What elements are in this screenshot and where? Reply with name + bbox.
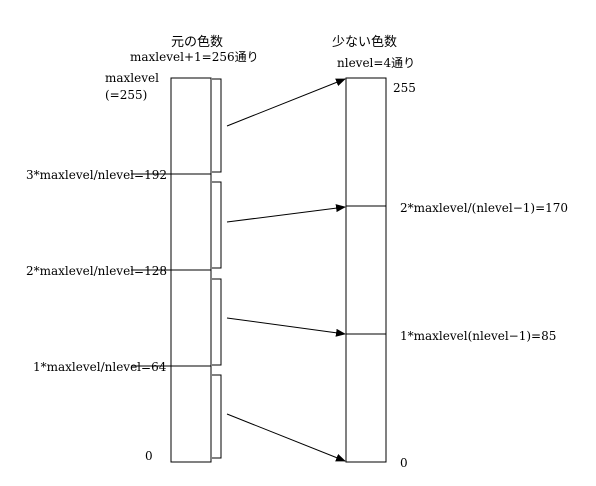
group-brackets <box>212 78 222 459</box>
bracket-group-4 <box>212 78 222 173</box>
maxlevel-label: maxlevel <box>105 71 159 85</box>
reduced-colors-title: 少ない色数 <box>332 34 397 50</box>
mapping-arrows <box>226 78 346 462</box>
reduced-bottom-label: 0 <box>400 456 408 470</box>
original-colors-count: maxlevel+1=256通り <box>130 50 259 64</box>
level-label-170: 2*maxlevel/(nlevel−1)=170 <box>400 201 568 215</box>
original-bottom-label: 0 <box>145 449 153 463</box>
maxlevel-value-label: (=255) <box>105 88 147 102</box>
arrow-group3-to-170 <box>226 204 346 223</box>
bracket-group-1 <box>212 374 222 459</box>
level-label-85: 1*maxlevel(nlevel−1)=85 <box>400 329 556 343</box>
original-colors-title: 元の色数 <box>171 34 223 50</box>
reduced-levels-bar <box>345 77 387 463</box>
boundary-label-192: 3*maxlevel/nlevel=192 <box>26 168 167 182</box>
bracket-group-3 <box>212 181 222 269</box>
reduced-levels-column <box>345 77 387 463</box>
boundary-label-128: 2*maxlevel/nlevel=128 <box>26 264 167 278</box>
reduced-colors-count: nlevel=4通り <box>337 56 415 70</box>
boundary-label-64: 1*maxlevel/nlevel=64 <box>33 360 167 374</box>
arrow-group2-to-85 <box>226 317 346 337</box>
bracket-group-2 <box>212 278 222 366</box>
reduced-top-label: 255 <box>393 81 416 95</box>
arrow-group1-to-0 <box>226 413 346 462</box>
original-levels-column <box>131 77 212 463</box>
arrow-group4-to-255 <box>226 78 346 127</box>
